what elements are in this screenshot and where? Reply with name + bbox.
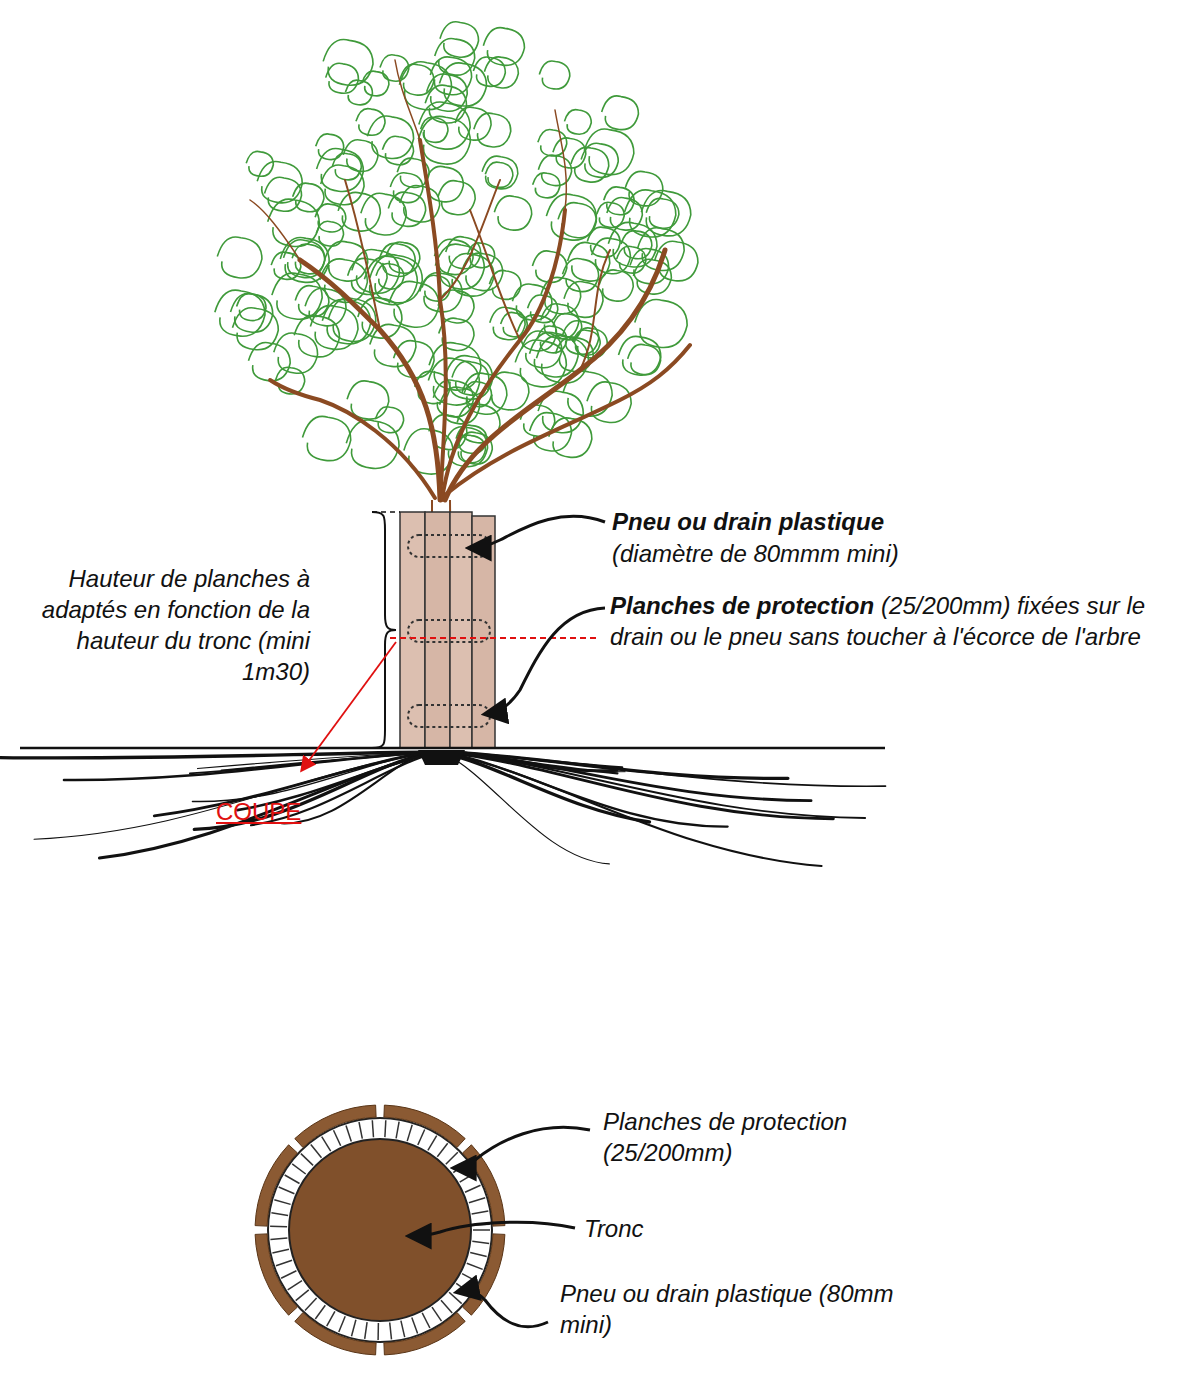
tree-branches [250, 60, 690, 500]
cross-section [255, 1105, 505, 1355]
tree-canopy [215, 22, 698, 474]
part-label: Planches de protection (25/200mm) [603, 1106, 903, 1168]
part-label: Pneu ou drain plastique [612, 506, 884, 537]
part-label: Tronc [584, 1213, 644, 1244]
dimension-note: (diamètre de 80mmm mini) [612, 538, 899, 569]
section-title: COUPE [216, 796, 301, 827]
roots [0, 752, 885, 866]
part-label: Planches de protection [610, 592, 874, 619]
tire-drain [408, 535, 490, 727]
part-label: Pneu ou drain plastique (80mm mini) [560, 1278, 900, 1340]
height-note: Hauteur de planches à adaptés en fonctio… [18, 563, 310, 687]
part-note: Planches de protection(25/200mm) fixées … [610, 590, 1196, 652]
